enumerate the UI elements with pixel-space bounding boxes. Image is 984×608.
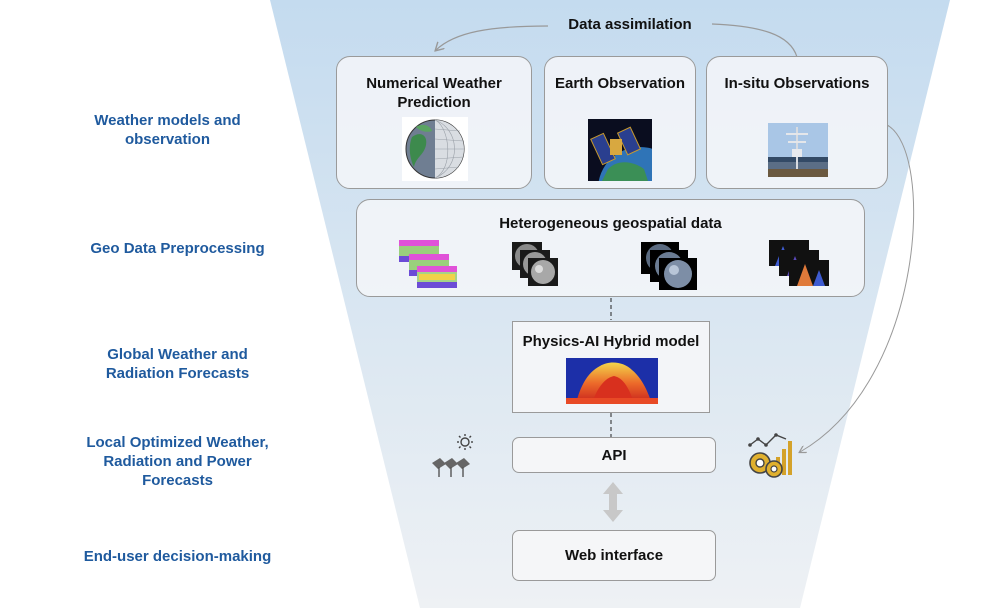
hybrid-model-box: Physics-AI Hybrid model [512, 321, 710, 413]
api-box: API [512, 437, 716, 473]
web-interface-button[interactable]: Web interface [512, 530, 716, 581]
geospatial-box: Heterogeneous geospatial data [356, 199, 865, 297]
earth-observation-box: Earth Observation [544, 56, 696, 189]
disk-image-stack-icon [641, 242, 697, 290]
data-assimilation-label: Data assimilation [568, 16, 692, 33]
earth-observation-title: Earth Observation [554, 75, 686, 92]
stage-label-global-forecasts: Global Weather and Radiation Forecasts [105, 346, 250, 382]
nwp-box: Numerical Weather Prediction [336, 56, 532, 189]
color-map-stack-icon [399, 240, 457, 288]
heatmap-icon [566, 358, 658, 404]
stage-label-local-forecasts: Local Optimized Weather, Radiation and P… [86, 434, 269, 489]
globe-icon [402, 117, 468, 181]
grayscale-image-stack-icon [512, 242, 558, 286]
satellite-icon [588, 119, 652, 181]
weather-station-icon [768, 123, 828, 177]
insitu-title: In-situ Observations [724, 75, 870, 92]
insitu-to-forecast-arrow [800, 124, 915, 452]
hybrid-model-title: Physics-AI Hybrid model [522, 333, 700, 350]
assimilation-arrow-left [436, 25, 549, 50]
gear-chart-icon [748, 433, 792, 478]
solar-panel-icon [432, 434, 473, 477]
assimilation-line-right [711, 23, 798, 58]
stage-label-weather-models: Weather models and observation [94, 112, 241, 148]
stage-label-geo-preprocessing: Geo Data Preprocessing [90, 240, 265, 257]
geospatial-title: Heterogeneous geospatial data [499, 215, 722, 232]
bidirectional-arrow [603, 482, 623, 522]
stage-label-end-user: End-user decision-making [83, 548, 272, 565]
nwp-title: Numerical Weather Prediction [366, 75, 502, 111]
insitu-box: In-situ Observations [706, 56, 888, 189]
spectrum-stack-icon [769, 240, 829, 286]
